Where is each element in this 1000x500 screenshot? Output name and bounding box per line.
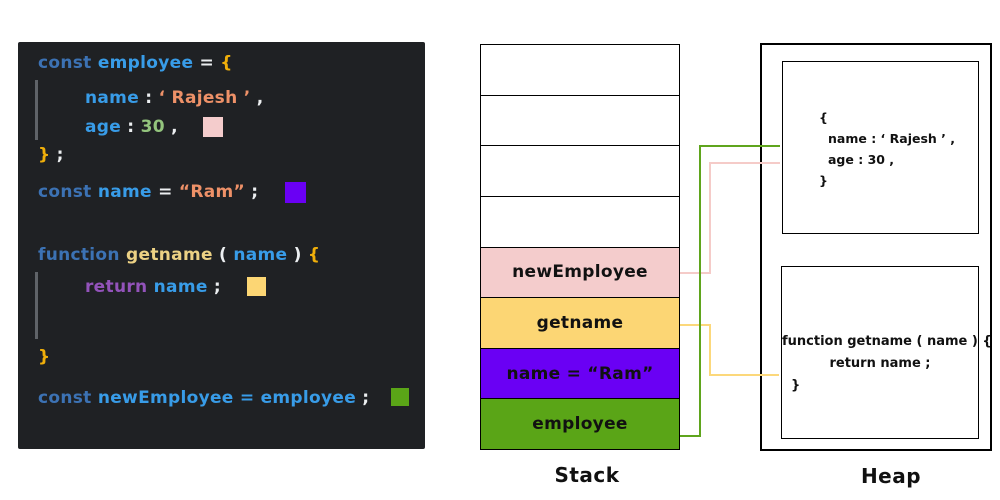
code-token: { <box>220 53 233 73</box>
green-swatch <box>391 388 409 406</box>
violet-swatch <box>285 182 306 203</box>
heap-function-line: function getname ( name ) { <box>782 334 992 349</box>
connector-green-h2 <box>698 144 780 148</box>
code-token: name <box>233 245 294 265</box>
code-token: = <box>199 53 221 73</box>
stack-label: Stack <box>554 463 620 487</box>
getname-stack-cell: getname <box>481 298 679 349</box>
heap-object-line: name : ‘ Rajesh ’ , <box>828 131 956 146</box>
code-token: , <box>256 88 264 108</box>
code-token: getname <box>126 245 220 265</box>
empty-stack-cell <box>481 95 679 147</box>
yellow-swatch <box>247 277 266 296</box>
code-line-6: function getname ( name ) { <box>38 243 320 267</box>
connector-yellow-v <box>708 323 711 376</box>
empty-stack-cell <box>481 146 679 197</box>
code-token: const <box>38 53 98 73</box>
code-token: } <box>38 347 51 367</box>
code-token: ; <box>56 145 64 165</box>
connector-pink-v <box>708 161 711 274</box>
code-token: ‘ Rajesh ’ <box>158 88 257 108</box>
heap-label: Heap <box>860 464 922 488</box>
code-token: name <box>97 182 159 202</box>
code-token: function <box>38 245 127 265</box>
newemployee-stack-cell: newEmployee <box>481 247 679 299</box>
code-token: age <box>85 117 128 137</box>
code-token: ; <box>362 388 370 408</box>
code-token: 30 <box>140 117 172 137</box>
indent-guide-2 <box>35 272 38 339</box>
empty-stack-cell <box>481 196 679 248</box>
code-token: “Ram” <box>178 182 252 202</box>
connector-pink-h1 <box>680 271 711 274</box>
code-token: employee <box>97 53 200 73</box>
code-token: newEmployee <box>97 388 240 408</box>
code-line-7: return name ; <box>85 275 221 299</box>
code-token: ) <box>293 245 308 265</box>
connector-yellow-h2 <box>708 373 779 376</box>
code-token: = <box>239 388 261 408</box>
heap-container: {name : ‘ Rajesh ’ , age : 30 ,} function… <box>760 43 992 451</box>
code-line-1: const employee = { <box>38 51 233 75</box>
heap-function-box: function getname ( name ) { return name ;… <box>781 266 992 439</box>
indent-guide-1 <box>35 80 38 140</box>
code-token: ; <box>251 182 259 202</box>
code-token: const <box>38 182 98 202</box>
heap-object-box: {name : ‘ Rajesh ’ , age : 30 ,} <box>782 61 979 234</box>
code-token: = <box>158 182 179 202</box>
code-token: { <box>307 245 321 265</box>
heap-object-line: } <box>819 173 828 188</box>
connector-green-v <box>698 144 702 437</box>
code-token: : <box>127 117 141 137</box>
code-token: : <box>145 88 159 108</box>
pink-swatch <box>203 117 223 137</box>
connector-pink-h2 <box>708 161 780 164</box>
code-line-2: name : ‘ Rajesh ’ , <box>85 86 263 110</box>
code-panel: const employee = {name : ‘ Rajesh ’ ,age… <box>18 42 425 449</box>
heap-function-line: } <box>791 378 801 393</box>
code-line-5: const name = “Ram” ; <box>38 180 258 204</box>
code-token: const <box>38 388 98 408</box>
name-ram-stack-cell: name = “Ram” <box>481 348 679 400</box>
connector-yellow-h1 <box>680 323 711 326</box>
code-token: return <box>85 277 154 297</box>
heap-object-line: age : 30 , <box>828 152 895 167</box>
code-line-8: } <box>38 345 50 369</box>
code-token: } <box>38 145 57 165</box>
heap-function-line: return name ; <box>829 356 931 371</box>
code-token: , <box>171 117 178 137</box>
empty-stack-cell <box>481 45 679 96</box>
code-line-4: } ; <box>38 143 64 167</box>
code-line-9: const newEmployee = employee ; <box>38 386 369 410</box>
code-line-3: age : 30 , <box>85 115 178 139</box>
code-token: ( <box>219 245 234 265</box>
heap-object-line: { <box>819 110 828 125</box>
connector-green-h1 <box>680 434 701 437</box>
employee-stack-cell: employee <box>481 399 679 449</box>
code-token: employee <box>260 388 363 408</box>
code-token: name <box>153 277 214 297</box>
code-token: ; <box>213 277 222 297</box>
code-token: name <box>85 88 146 108</box>
